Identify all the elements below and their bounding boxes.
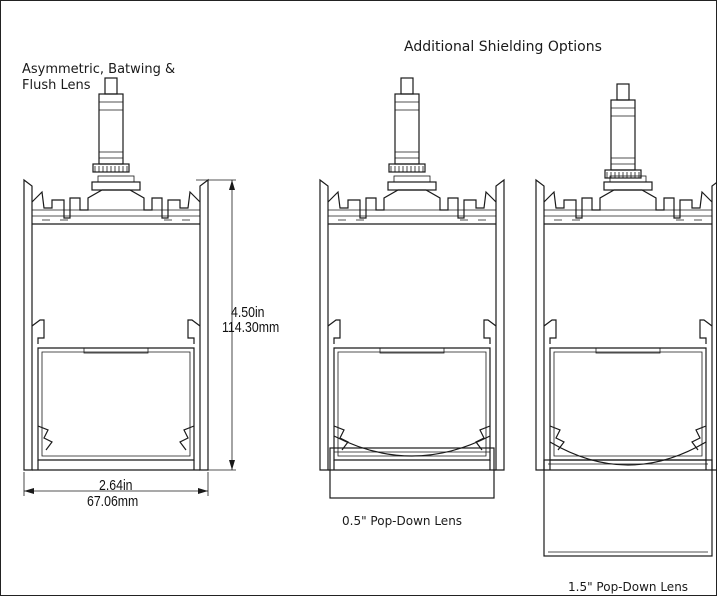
stem-right xyxy=(604,83,642,179)
stem-middle xyxy=(388,77,426,173)
right-title: Additional Shielding Options xyxy=(404,39,602,55)
width-in-label: 2.64in xyxy=(99,477,133,494)
half-inch-caption: 0.5" Pop-Down Lens xyxy=(342,514,463,528)
one-half-inch-caption: 1.5" Pop-Down Lens xyxy=(568,580,689,594)
profile-flush-lens xyxy=(23,175,209,471)
stem-left xyxy=(92,77,130,173)
left-title-line1: Asymmetric, Batwing & xyxy=(22,62,176,77)
height-in-label: 4.50in xyxy=(231,304,265,321)
profile-half-inch-popdown xyxy=(319,175,505,471)
profile-one-half-inch-popdown xyxy=(535,175,717,471)
height-dimension xyxy=(196,179,236,471)
width-dimension xyxy=(23,472,209,496)
height-mm-label: 114.30mm xyxy=(222,319,280,336)
width-mm-label: 67.06mm xyxy=(87,493,139,510)
left-title-line2: Flush Lens xyxy=(22,78,91,93)
